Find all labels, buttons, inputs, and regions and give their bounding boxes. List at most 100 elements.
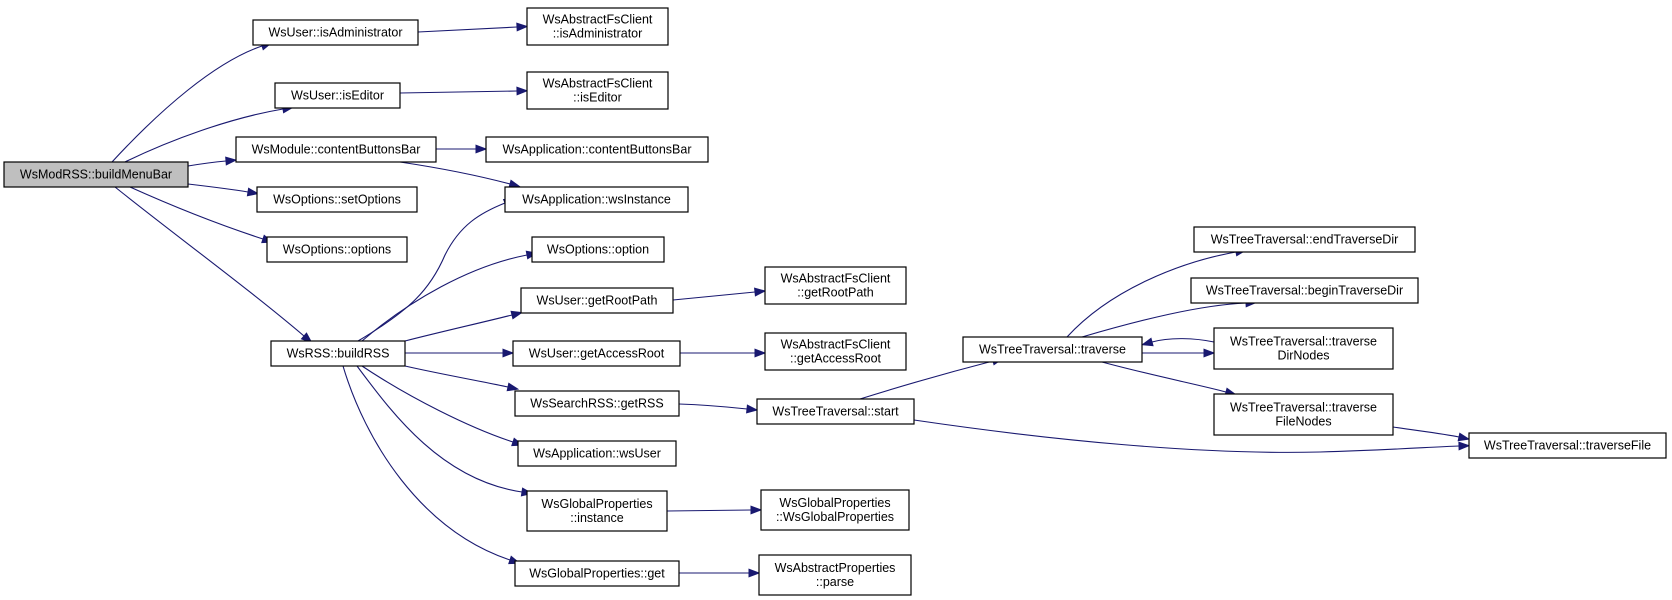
node-box	[526, 71, 669, 110]
node-box	[485, 136, 709, 163]
node-endTraverseDir[interactable]: WsTreeTraversal::endTraverseDir	[1193, 226, 1416, 253]
edge-traverseFileNodes-to-traverseFile	[1392, 426, 1471, 442]
node-fsGetAccessRoot[interactable]: WsAbstractFsClient::getAccessRoot	[764, 332, 907, 371]
node-label: ::instance	[570, 511, 624, 525]
node-label: WsGlobalProperties	[541, 497, 652, 511]
node-box	[526, 7, 669, 46]
node-label: WsTreeTraversal::traverse	[1230, 401, 1377, 415]
node-start[interactable]: WsTreeTraversal::start	[756, 398, 915, 425]
node-label: WsTreeTraversal::traverseFile	[1484, 439, 1651, 453]
edge-isEditor-to-fsIsEditor	[399, 86, 529, 96]
arrowhead-icon	[510, 310, 524, 320]
node-label: WsTreeTraversal::traverse	[979, 343, 1126, 357]
edge-line	[672, 291, 756, 301]
edge-line	[129, 186, 264, 240]
arrowhead-icon	[475, 144, 488, 154]
node-label: WsApplication::wsInstance	[522, 193, 671, 207]
edge-line	[361, 365, 514, 443]
node-box	[1190, 277, 1419, 304]
node-apParse[interactable]: WsAbstractProperties::parse	[758, 554, 912, 596]
arrowhead-icon	[516, 22, 529, 32]
arrowhead-icon	[502, 348, 515, 358]
node-label: WsTreeTraversal::start	[772, 405, 899, 419]
node-fsGetRootPath[interactable]: WsAbstractFsClient::getRootPath	[764, 266, 907, 305]
edge-line	[678, 403, 748, 410]
node-box	[526, 490, 668, 532]
node-getRSS[interactable]: WsSearchRSS::getRSS	[514, 390, 680, 417]
node-box	[760, 489, 910, 531]
node-appContentButtonsBar[interactable]: WsApplication::contentButtonsBar	[485, 136, 709, 163]
node-fsIsEditor[interactable]: WsAbstractFsClient::isEditor	[526, 71, 669, 110]
node-wsUser[interactable]: WsApplication::wsUser	[517, 440, 677, 467]
edge-line	[124, 108, 284, 163]
node-setOptions[interactable]: WsOptions::setOptions	[256, 186, 418, 213]
node-isAdministrator[interactable]: WsUser::isAdministrator	[252, 19, 419, 46]
node-box	[520, 287, 674, 314]
edge-buildRSS-to-option	[361, 250, 539, 342]
node-label: FileNodes	[1275, 415, 1331, 429]
edge-line	[357, 202, 506, 342]
node-gpInstance[interactable]: WsGlobalProperties::instance	[526, 490, 668, 532]
node-box	[512, 340, 681, 367]
node-buildRSS[interactable]: WsRSS::buildRSS	[270, 340, 406, 367]
node-label: ::isAdministrator	[553, 27, 643, 41]
node-gpCtor[interactable]: WsGlobalProperties::WsGlobalProperties	[760, 489, 910, 531]
edge-moduleContentButtonsBar-to-appContentButtonsBar	[436, 144, 488, 154]
edge-start-to-traverseFile	[913, 419, 1471, 453]
arrowhead-icon	[748, 568, 761, 578]
edge-buildMenuBar-to-moduleContentButtonsBar	[187, 156, 238, 167]
node-traverse[interactable]: WsTreeTraversal::traverse	[962, 336, 1143, 363]
node-box	[962, 336, 1143, 363]
node-label: ::isEditor	[573, 91, 622, 105]
node-fsIsAdministrator[interactable]: WsAbstractFsClient::isAdministrator	[526, 7, 669, 46]
node-box	[531, 236, 665, 263]
nodes-layer: WsModRSS::buildMenuBar WsUser::isAdminist…	[3, 7, 1667, 596]
edge-buildMenuBar-to-setOptions	[187, 183, 260, 197]
node-label: WsUser::getRootPath	[537, 294, 658, 308]
node-getRootPath[interactable]: WsUser::getRootPath	[520, 287, 674, 314]
node-wsInstance[interactable]: WsApplication::wsInstance	[504, 186, 689, 213]
node-label: WsAbstractFsClient	[781, 338, 891, 352]
arrowhead-icon	[225, 156, 238, 166]
arrowhead-icon	[1203, 348, 1216, 358]
node-label: WsGlobalProperties	[779, 496, 890, 510]
node-beginTraverseDir[interactable]: WsTreeTraversal::beginTraverseDir	[1190, 277, 1419, 304]
arrowhead-icon	[1141, 337, 1154, 347]
node-label: WsTreeTraversal::traverse	[1230, 335, 1377, 349]
node-box	[758, 554, 912, 596]
edge-line	[404, 365, 509, 388]
node-buildMenuBar[interactable]: WsModRSS::buildMenuBar	[3, 161, 189, 188]
node-box	[764, 332, 907, 371]
arrowhead-icon	[516, 86, 529, 96]
edge-line	[859, 360, 994, 400]
node-label: WsApplication::wsUser	[533, 447, 661, 461]
node-options[interactable]: WsOptions::options	[266, 236, 408, 263]
node-label: WsModule::contentButtonsBar	[252, 143, 421, 157]
edge-buildRSS-to-wsUser	[361, 365, 524, 447]
node-box	[266, 236, 408, 263]
node-label: WsTreeTraversal::beginTraverseDir	[1206, 284, 1403, 298]
node-label: ::getAccessRoot	[790, 352, 882, 366]
node-gpGet[interactable]: WsGlobalProperties::get	[514, 560, 680, 587]
node-moduleContentButtonsBar[interactable]: WsModule::contentButtonsBar	[235, 136, 437, 163]
edge-line	[342, 365, 511, 561]
node-box	[1193, 226, 1416, 253]
node-option[interactable]: WsOptions::option	[531, 236, 665, 263]
edge-buildRSS-to-getRSS	[404, 365, 520, 392]
node-box	[517, 440, 677, 467]
node-label: ::getRootPath	[797, 286, 873, 300]
node-box	[504, 186, 689, 213]
edge-getRSS-to-start	[678, 403, 759, 414]
edge-isAdministrator-to-fsIsAdministrator	[417, 22, 529, 33]
arrowhead-icon	[1458, 441, 1471, 451]
node-isEditor[interactable]: WsUser::isEditor	[274, 82, 401, 109]
node-box	[514, 390, 680, 417]
edge-getRootPath-to-fsGetRootPath	[672, 287, 767, 301]
node-label: WsApplication::contentButtonsBar	[503, 143, 692, 157]
arrowhead-icon	[754, 348, 767, 358]
node-traverseFile[interactable]: WsTreeTraversal::traverseFile	[1468, 432, 1667, 459]
node-getAccessRoot[interactable]: WsUser::getAccessRoot	[512, 340, 681, 367]
